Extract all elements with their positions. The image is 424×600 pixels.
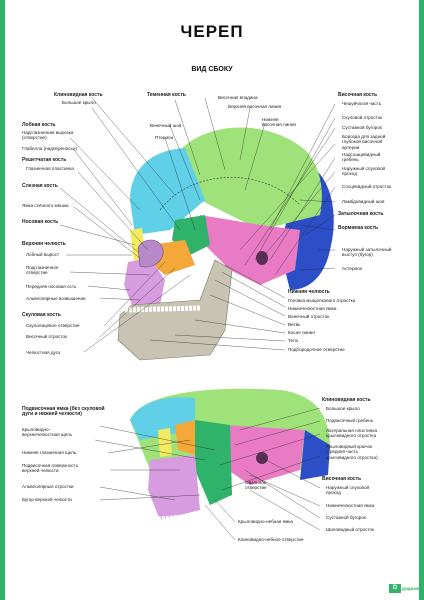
skull-lateral-view bbox=[117, 127, 334, 361]
label-glabella: Глабелла (надпереносье) bbox=[22, 146, 77, 151]
label-body: Тело bbox=[288, 338, 299, 343]
label-parietal: Теменная кость bbox=[147, 92, 186, 98]
label-temporal-b: Височная кость bbox=[322, 476, 362, 482]
label-asterion: Астерион bbox=[342, 266, 363, 271]
label-ext-occ: Наружный затылочный выступ (бугор) bbox=[342, 247, 392, 258]
label-zygomatic-arch: Челюстная дуга bbox=[26, 350, 60, 355]
leader-lines bbox=[59, 97, 336, 541]
label-ext-acoustic-b: Наружный слуховой проход bbox=[326, 485, 370, 496]
zygomatic-bottom bbox=[175, 420, 195, 455]
label-lacrimal: Слезная кость bbox=[22, 183, 58, 189]
label-coronoid: Венечный отросток bbox=[288, 314, 330, 319]
label-alveolar: Альвеолярные возвышения bbox=[26, 296, 86, 301]
label-inf-orbital-fissure: Нижняя глазничная щель bbox=[22, 450, 77, 455]
label-orbital-plate: Глазничная пластинка bbox=[26, 166, 74, 171]
label-tuber: Бугор верхней челюсти bbox=[22, 497, 72, 502]
label-sup-temporal-line: Верхняя височная линия bbox=[228, 104, 282, 109]
label-squamous: Чешуйчатая часть bbox=[342, 101, 382, 106]
skull-infratemporal-view bbox=[130, 388, 330, 523]
temporal-line bbox=[159, 177, 301, 211]
label-alveolar-b: Альвеолярные отростки bbox=[22, 484, 74, 489]
maxilla-bottom bbox=[148, 455, 200, 520]
label-ethmoid: Решетчатая кость bbox=[22, 157, 67, 163]
label-greater-wing-b: Большое крыло bbox=[326, 406, 360, 411]
sphenoid-bottom bbox=[195, 420, 232, 505]
label-mandible: Нижняя челюсть bbox=[288, 289, 330, 295]
label-lateral-plate: Латеральная пластинка крыловидного отрос… bbox=[326, 428, 378, 439]
label-suprameatal: Надсошцевидный гребень bbox=[342, 152, 381, 163]
teeth-bottom bbox=[149, 512, 206, 523]
label-coronal: Венечный шов bbox=[150, 123, 182, 128]
occipital-bottom bbox=[300, 430, 330, 480]
label-sphenoid: Клиновидная кость bbox=[54, 92, 103, 98]
label-oblique: Косая линия bbox=[288, 330, 315, 335]
label-nasal: Носовая кость bbox=[22, 219, 59, 225]
label-ramus: Ветвь bbox=[288, 322, 301, 327]
temporal-bone bbox=[200, 215, 300, 285]
label-pterion: Птерион bbox=[155, 135, 174, 140]
label-pterygomax: Крыловидно- верхнечелюстная щель bbox=[22, 427, 73, 438]
label-articular: Суставной бугорок bbox=[342, 125, 382, 130]
label-lacrimal-fossa: Ямка слёзного мешка bbox=[22, 203, 69, 208]
label-temporal: Височная кость bbox=[338, 92, 378, 98]
label-infratemporal-surface: Подвисочная поверхность верхней челюсти bbox=[22, 463, 79, 474]
label-zyg-process: Скуловой отросток bbox=[342, 115, 383, 120]
label-sphenoid-b: Клиновидная кость bbox=[322, 397, 371, 403]
label-lambdoid: Ламбдовидный шов bbox=[342, 199, 385, 204]
label-infratemp-crest: Подвисочный гребень bbox=[326, 418, 374, 423]
label-mastoid: Сосцевидный отросток bbox=[342, 184, 392, 189]
nasal-bottom bbox=[158, 428, 172, 457]
label-hamulus: Крыловидный крючок (средняя часть крылов… bbox=[326, 444, 378, 460]
poster-title: ЧЕРЕП bbox=[180, 22, 244, 41]
label-supraorbital: Надглазничная вырезка (отверстие) bbox=[22, 130, 74, 141]
label-zygomatic: Скуловая кость bbox=[22, 312, 61, 318]
label-temporal-fossa: Височная впадина bbox=[218, 95, 258, 100]
label-zygomaticofacial: Скулолицевое отверстие bbox=[26, 323, 80, 328]
label-vomer: Вормиева кость bbox=[338, 225, 379, 231]
label-articular-b: Суставной бугорок bbox=[326, 515, 366, 520]
label-temporal-process: Височный отросток bbox=[26, 334, 68, 339]
label-frontal-process: Лобный вырост bbox=[26, 252, 60, 257]
label-maxilla: Верхняя челюсть bbox=[22, 241, 66, 247]
publisher-logo: D bbox=[389, 584, 401, 593]
label-infraorbital: Подглазничное отверстие bbox=[26, 265, 59, 276]
poster-subtitle: ВИД СБОКУ bbox=[191, 66, 233, 73]
label-pterygopalatine: Крыловидно-небная ямка bbox=[238, 519, 293, 524]
label-ext-acoustic: Наружный слуховой проход bbox=[342, 166, 386, 177]
label-oval: Овальное отверстие bbox=[245, 480, 267, 491]
label-frontal: Лобная кость bbox=[22, 122, 56, 128]
publisher-name: ДИДАМЕД bbox=[402, 586, 423, 591]
label-occipital: Затылочная кость bbox=[338, 211, 384, 217]
label-styloid: Шиловидный отросток bbox=[326, 527, 375, 532]
right-accent-bar bbox=[419, 0, 424, 600]
label-infratemporal: Подвисочная ямка (без скуловой дуги и ни… bbox=[22, 406, 105, 418]
label-notch: Нижнечелюстная ямка bbox=[288, 306, 337, 311]
label-pterygopalatine-foramen: Клиновидно-небное отверстие bbox=[238, 537, 304, 542]
teeth-row bbox=[124, 305, 201, 313]
label-mental: Подбородочное отверстие bbox=[288, 347, 345, 352]
label-groove: Борозда для задней глубокой височной арт… bbox=[342, 134, 386, 150]
label-greater-wing: Большое крыло bbox=[62, 100, 96, 105]
left-accent-bar bbox=[0, 0, 5, 600]
frontal-bone bbox=[130, 148, 205, 235]
maxilla-bone bbox=[124, 258, 165, 305]
label-condyle: Головка мыщелкового отростка bbox=[288, 298, 356, 303]
label-inf-temporal-line: Нижняя височная линия bbox=[262, 117, 296, 128]
label-anterior-nasal: Передняя носовая ость bbox=[26, 284, 77, 289]
label-mand-fossa: Нижнечелюстная ямка bbox=[326, 503, 375, 508]
orbit bbox=[137, 239, 164, 268]
